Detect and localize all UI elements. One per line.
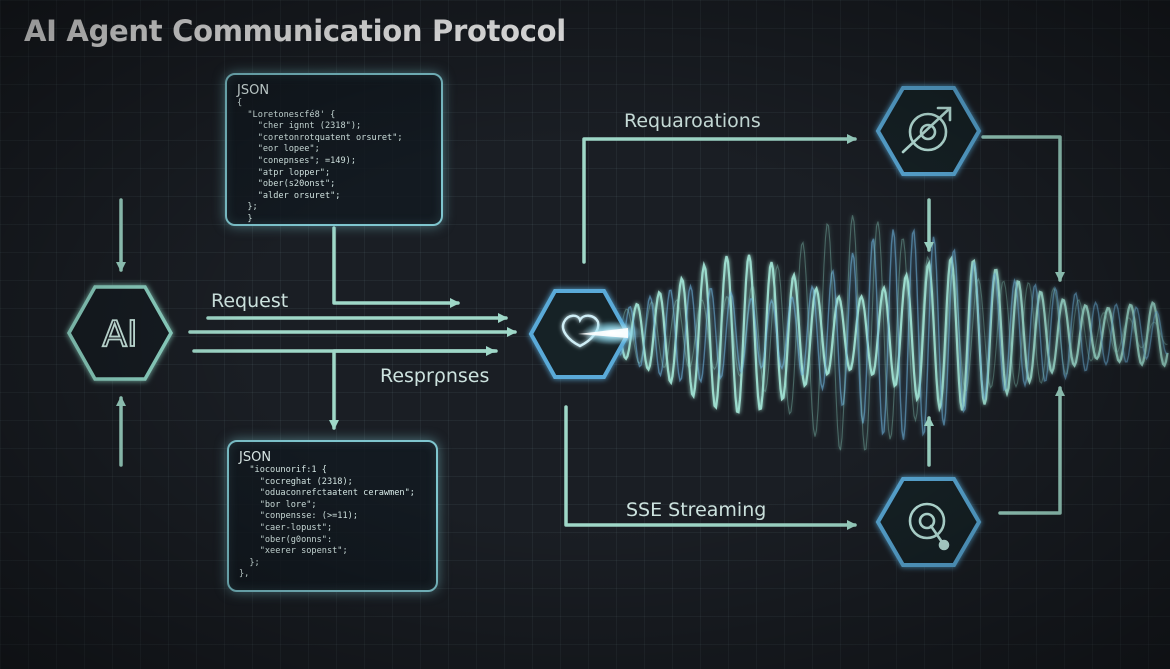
waveform-trace: [619, 215, 1168, 451]
code-line: "Loretonescfé8' {: [237, 109, 336, 120]
sse-connector: [564, 405, 857, 530]
code-line: "eor lopee";: [237, 144, 320, 155]
code-line: "iocounorif:1 {: [239, 465, 327, 475]
code-line: },: [239, 569, 250, 580]
target-arrow-icon: [901, 106, 952, 154]
responses-label: Resprρnses: [380, 365, 490, 387]
ai-node: [66, 285, 174, 381]
waveform-trace: [618, 254, 1169, 414]
wave-emitter-icon: [561, 314, 642, 348]
code-line: "conpensse: (>=11);: [239, 511, 358, 522]
sse-streaming-label: SSE Streaming: [626, 499, 767, 521]
target-node-right-connector: [981, 135, 1065, 282]
requarations-connector: [582, 134, 857, 264]
response-json-header: JSON: [239, 450, 272, 465]
code-line: "oduaconrefctaatent cerawmen";: [239, 488, 415, 499]
code-line: }: [237, 213, 253, 224]
response-json-box: JSON "iocounorif:1 { "cocreghat (2318); …: [227, 440, 438, 592]
ai-node-label: AI: [102, 314, 137, 355]
code-line: };: [239, 557, 260, 568]
code-line: "atpr lopper";: [237, 167, 331, 178]
radar-scan-icon: [908, 502, 950, 551]
code-line: "ober(g0onns":: [239, 534, 333, 545]
stream-node: [875, 477, 982, 567]
code-line: "ober(s20onst";: [237, 179, 336, 190]
code-line: "coretonrotquatent orsuret";: [237, 132, 403, 143]
code-line: "cher ignnt (2318");: [237, 121, 362, 132]
request-json-box: JSON { "Loretonescfé8' { "cher ignnt (23…: [225, 73, 443, 226]
page-title: AI Agent Communication Protocol: [24, 14, 566, 48]
request-json-connector: [332, 226, 460, 308]
request-json-header: JSON: [237, 83, 270, 98]
code-line: "caer-lopust";: [239, 522, 333, 533]
stream-node-right-connector: [998, 386, 1065, 515]
responses-connector: [329, 349, 498, 430]
signal-waveform: [618, 215, 1169, 451]
code-line: };: [237, 202, 258, 213]
waveform-trace: [619, 228, 1168, 440]
request-label: Request: [211, 290, 289, 312]
code-line: "xeerer sopenst";: [239, 546, 348, 557]
code-line: "alder orsuret";: [237, 190, 341, 201]
code-line: {: [237, 98, 243, 108]
target-node: [875, 86, 982, 176]
code-line: "conepnses"; =149);: [237, 155, 356, 166]
requarations-label: Requaroations: [624, 110, 761, 132]
code-line: "bor lore";: [239, 499, 317, 510]
code-line: "cocreghat (2318);: [239, 476, 353, 487]
